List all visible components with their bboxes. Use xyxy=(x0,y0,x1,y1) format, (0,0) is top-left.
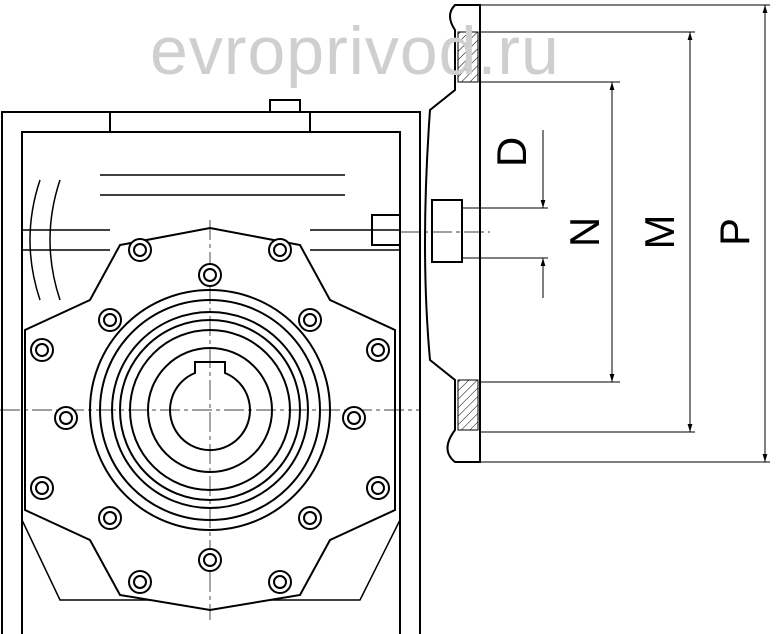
bolt-hole xyxy=(371,343,385,357)
housing-ribs xyxy=(22,174,400,251)
bolt-hole xyxy=(273,243,287,257)
input-shaft xyxy=(431,199,463,263)
label-m: M xyxy=(636,214,683,250)
dimension-lines xyxy=(462,4,770,463)
bolt-hole xyxy=(273,575,287,589)
bolt-hole xyxy=(35,343,49,357)
bolt-hole xyxy=(103,313,117,327)
housing-outer xyxy=(1,111,421,634)
bolt-holes xyxy=(30,238,390,594)
bolt-hole xyxy=(347,411,361,425)
housing-plug xyxy=(371,214,401,246)
bolt-hole xyxy=(133,575,147,589)
output-bore-keyway xyxy=(169,361,251,452)
bolt-hole xyxy=(303,313,317,327)
motor-flange xyxy=(400,4,490,463)
bolt-hole xyxy=(133,243,147,257)
bolt-hole xyxy=(371,481,385,495)
bolt-hole xyxy=(35,481,49,495)
bolt-hole xyxy=(59,411,73,425)
flange-section xyxy=(424,4,481,463)
flange-hatch-bottom xyxy=(457,379,479,431)
bolt-hole xyxy=(303,511,317,525)
extension-lines xyxy=(462,4,770,463)
housing-top-details xyxy=(109,99,311,132)
bolt-hole xyxy=(203,553,217,567)
bolt-hole xyxy=(203,268,217,282)
housing-inner xyxy=(21,131,401,634)
flange-hatch-top xyxy=(457,31,479,83)
bolt-hole xyxy=(103,511,117,525)
label-p: P xyxy=(711,218,758,247)
label-n: N xyxy=(561,216,608,248)
housing-curve xyxy=(29,179,61,301)
label-d: D xyxy=(488,136,535,168)
housing xyxy=(1,99,421,634)
watermark: evroprivod.ru xyxy=(150,13,560,89)
